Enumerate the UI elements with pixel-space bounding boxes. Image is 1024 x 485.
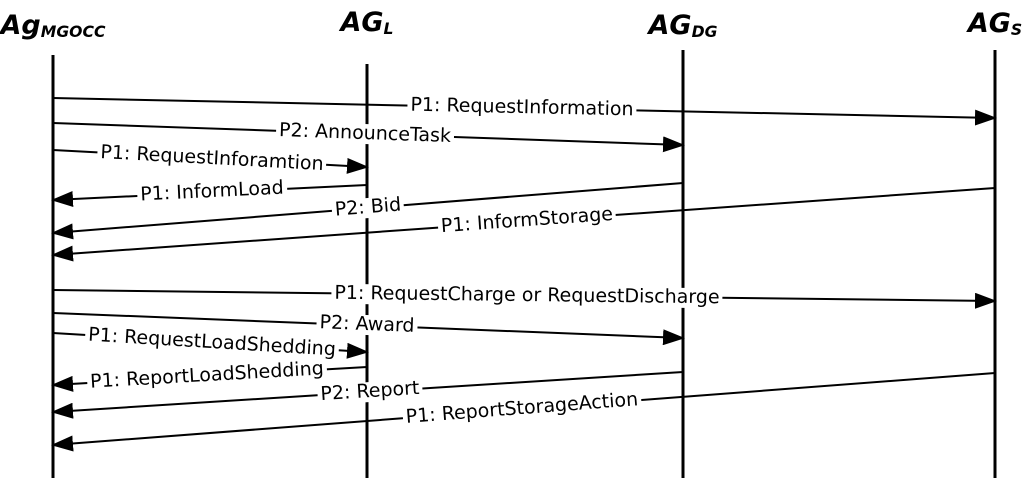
lifeline-name: Ag — [0, 10, 41, 41]
lifeline-name: AG — [967, 8, 1011, 39]
lifeline-header-ag-l: AGL — [340, 9, 393, 36]
lifeline-subscript: DG — [691, 21, 718, 41]
lifeline-subscript: S — [1010, 19, 1023, 39]
lifeline-name: AG — [340, 7, 384, 38]
lifeline-header-ag-dg: AGDG — [649, 12, 718, 39]
lifeline-subscript: L — [383, 18, 394, 38]
lifeline-header-ag-s: AGS — [968, 10, 1022, 37]
lifeline-subscript: MGOCC — [40, 21, 106, 41]
lifeline-name: AG — [648, 10, 692, 41]
message-label: P1: RequestCharge or RequestDischarge — [331, 281, 723, 308]
lifeline-header-ag-mgocc: AgMGOCC — [1, 12, 106, 39]
